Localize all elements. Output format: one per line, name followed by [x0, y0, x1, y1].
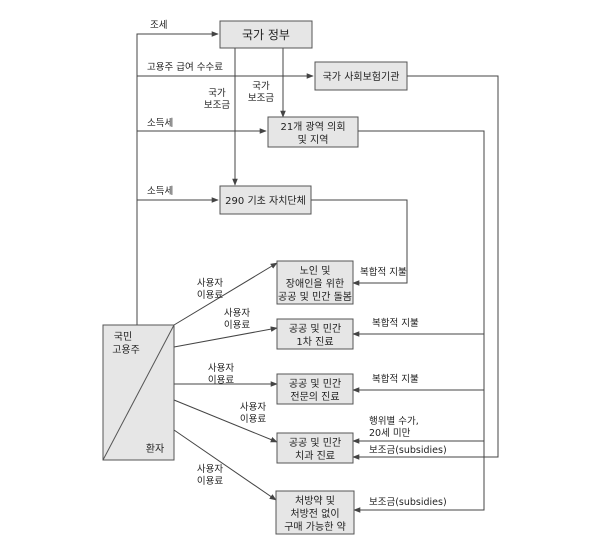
label-gov-subsidy-right: 국가 [252, 81, 270, 92]
label-gov-subsidy-right: 보조금 [248, 93, 274, 104]
edge-social-insurance-to-dental [352, 75, 499, 460]
node-diagonal-divider [102, 324, 175, 461]
label-complex-payment-elderly: 복합적 지불 [360, 266, 407, 278]
node-label: 장애인을 위한 [286, 277, 344, 290]
edge-labels: 조세 고용주 급여 수수료 국가 보조금 국가 보조금 소득세 소득세 사용자 … [147, 20, 447, 508]
node-citizens-employers-patients: 국민 고용주 환자 [102, 324, 175, 461]
label-user-fee-primary: 사용자 [224, 308, 250, 319]
node-elderly-disability-care: 노인 및 장애인을 위한 공공 및 민간 돌봄 [276, 260, 354, 305]
node-label: 국민 [114, 331, 132, 343]
label-user-fee-dental: 이용료 [240, 414, 266, 425]
label-gov-subsidy-left: 보조금 [204, 100, 230, 111]
edge-user-fee-to-dental-care [173, 399, 278, 443]
node-label: 구매 가능한 약 [284, 521, 346, 533]
node-regions: 21개 광역 의회 및 지역 [267, 116, 359, 148]
node-dental-care: 공공 및 민간 치과 진료 [276, 432, 354, 464]
edge-regions-trunk [353, 130, 485, 513]
node-label: 국가 사회보험기관 [323, 71, 400, 83]
node-social-insurance-agency: 국가 사회보험기관 [314, 61, 408, 91]
edge-user-fee-to-drugs [173, 429, 277, 501]
edge-user-fee-to-primary-care [173, 326, 278, 348]
node-label: 처방약 및 [295, 495, 335, 507]
label-user-fee-dental: 사용자 [240, 402, 266, 413]
node-label: 21개 광역 의회 [280, 121, 345, 133]
node-label: 치과 진료 [295, 450, 335, 462]
label-user-fee-elderly: 사용자 [197, 278, 223, 289]
node-label: 고용주 [112, 344, 140, 356]
edge-user-fee-to-elderly-care [173, 262, 278, 326]
label-user-fee-drugs: 사용자 [197, 464, 223, 475]
label-gov-subsidy-left: 국가 [208, 88, 226, 99]
node-label: 290 기초 자치단체 [225, 195, 306, 207]
label-user-fee-specialist: 사용자 [208, 363, 234, 374]
label-drug-subsidy: 보조금(subsidies) [369, 497, 447, 508]
node-label: 노인 및 [300, 265, 331, 277]
label-user-fee-specialist: 이용료 [208, 375, 234, 386]
node-label: 공공 및 민간 [289, 378, 341, 390]
node-label: 공공 및 민간 돌봄 [278, 291, 352, 303]
label-tax: 조세 [150, 20, 167, 31]
label-income-tax-municipal: 소득세 [147, 186, 173, 197]
node-label: 및 지역 [298, 134, 329, 146]
node-label: 공공 및 민간 [289, 323, 341, 335]
node-label: 처방전 없이 [290, 507, 339, 520]
label-employer-fee: 고용주 급여 수수료 [147, 61, 223, 73]
node-municipalities: 290 기초 자치단체 [219, 185, 312, 215]
node-label-patient: 환자 [146, 443, 164, 455]
node-label: 공공 및 민간 [289, 437, 341, 449]
node-label: 전문의 진료 [290, 391, 339, 403]
label-dental-fee-for-service: 행위별 수가, [369, 415, 419, 427]
label-user-fee-drugs: 이용료 [197, 476, 223, 487]
label-user-fee-elderly: 이용료 [197, 290, 223, 301]
edges [136, 31, 499, 513]
label-dental-fee-for-service: 20세 미만 [369, 428, 411, 439]
node-specialist-care: 공공 및 민간 전문의 진료 [276, 373, 354, 405]
edge-municipal-to-elderly-care [311, 199, 408, 286]
label-user-fee-primary: 이용료 [224, 320, 250, 331]
node-prescription-otc-drugs: 처방약 및 처방전 없이 구매 가능한 약 [275, 490, 355, 535]
label-income-tax-regions: 소득세 [147, 118, 173, 129]
node-national-government: 국가 정부 [219, 20, 313, 49]
label-complex-payment-specialist: 복합적 지불 [372, 373, 419, 385]
edge-tax-to-government [136, 31, 219, 325]
node-label: 국가 정부 [242, 28, 290, 42]
label-complex-payment-primary: 복합적 지불 [372, 317, 419, 329]
node-primary-care: 공공 및 민간 1차 진료 [276, 318, 354, 350]
node-label: 1차 진료 [296, 336, 333, 348]
label-dental-subsidy: 보조금(subsidies) [369, 445, 447, 456]
